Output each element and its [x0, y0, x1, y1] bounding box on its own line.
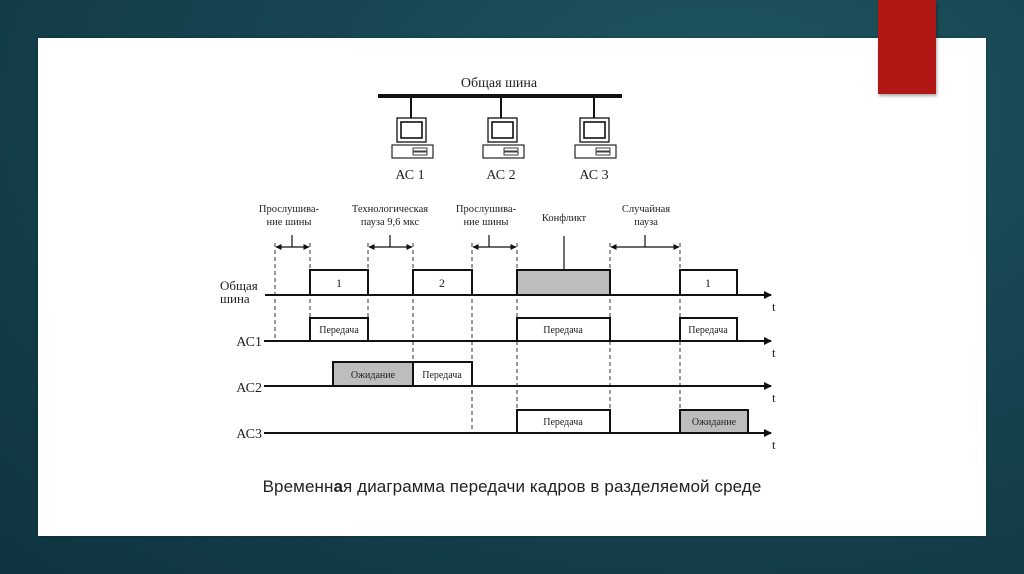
- annotation-random-pause: Случайная пауза: [610, 204, 680, 250]
- annotation-text: Прослушива-: [259, 204, 320, 215]
- annotation-text: Конфликт: [542, 213, 587, 224]
- station-ac1: АС 1: [391, 96, 434, 183]
- annotation-listen-2: Прослушива- ние шины: [456, 204, 517, 250]
- row-shared-bus: Общая шина t 1 2 1: [220, 269, 776, 314]
- annotation-text: пауза: [634, 217, 658, 228]
- station-label: АС 3: [579, 168, 608, 183]
- transmit-block: [516, 409, 611, 434]
- annotation-text: пауза 9,6 мкс: [361, 217, 420, 228]
- block-label: Передача: [543, 325, 583, 336]
- annotation-text: ние шины: [464, 217, 509, 228]
- annotation-listen-1: Прослушива- ние шины: [259, 204, 320, 250]
- wait-block: [679, 409, 749, 434]
- transmit-block: [412, 361, 473, 387]
- block-label: Передача: [422, 370, 462, 381]
- computer-icon: [482, 117, 525, 159]
- caption-text-bold: а: [333, 477, 344, 496]
- annotation-text: Прослушива-: [456, 204, 517, 215]
- row-label: шина: [220, 291, 250, 306]
- frame-block: [412, 269, 473, 296]
- accent-tab: [878, 0, 936, 94]
- annotations: Прослушива- ние шины Технологическая пау…: [259, 204, 680, 271]
- block-label: Передача: [543, 417, 583, 428]
- station-label: АС 2: [486, 168, 515, 183]
- bus-title: Общая шина: [461, 76, 538, 91]
- row-ac3: АС3 t Передача Ожидание: [236, 409, 776, 452]
- annotation-text: Технологическая: [352, 204, 428, 215]
- row-label: Общая: [220, 278, 258, 293]
- transmit-block: [679, 317, 738, 342]
- block-label: Передача: [319, 325, 359, 336]
- annotation-text: ние шины: [267, 217, 312, 228]
- frame-label: 1: [336, 276, 342, 290]
- transmit-block: [309, 317, 369, 342]
- row-ac2: АС2 t Ожидание Передача: [236, 361, 776, 405]
- row-label: АС1: [236, 335, 262, 350]
- annotation-text: Случайная: [622, 204, 670, 215]
- network-topology: Общая шина АС 1: [378, 76, 622, 183]
- computer-icon: [391, 117, 434, 159]
- station-label: АС 1: [395, 168, 424, 183]
- annotation-tech-pause: Технологическая пауза 9,6 мкс: [352, 204, 428, 250]
- frame-block: [309, 269, 369, 296]
- computer-icon: [574, 117, 617, 159]
- axis-label: t: [772, 345, 776, 360]
- row-ac1: АС1 t Передача Передача Передача: [236, 317, 776, 360]
- row-label: АС3: [236, 427, 262, 442]
- frame-label: 2: [439, 276, 445, 290]
- axis-label: t: [772, 390, 776, 405]
- annotation-conflict: Конфликт: [542, 213, 587, 271]
- block-label: Ожидание: [692, 417, 737, 428]
- block-label: Ожидание: [351, 370, 396, 381]
- frame-label: 1: [705, 276, 711, 290]
- axis-label: t: [772, 437, 776, 452]
- axis-label: t: [772, 299, 776, 314]
- transmit-block: [516, 317, 611, 342]
- caption-text: я диаграмма передачи кадров в разделяемо…: [343, 477, 762, 496]
- row-label: АС2: [236, 381, 262, 396]
- block-label: Передача: [688, 325, 728, 336]
- frame-block: [679, 269, 738, 296]
- conflict-block: [516, 269, 611, 296]
- station-ac3: АС 3: [574, 96, 617, 183]
- diagram-caption: Временная диаграмма передачи кадров в ра…: [0, 477, 1024, 497]
- station-ac2: АС 2: [482, 96, 525, 183]
- caption-text: Временн: [262, 477, 334, 496]
